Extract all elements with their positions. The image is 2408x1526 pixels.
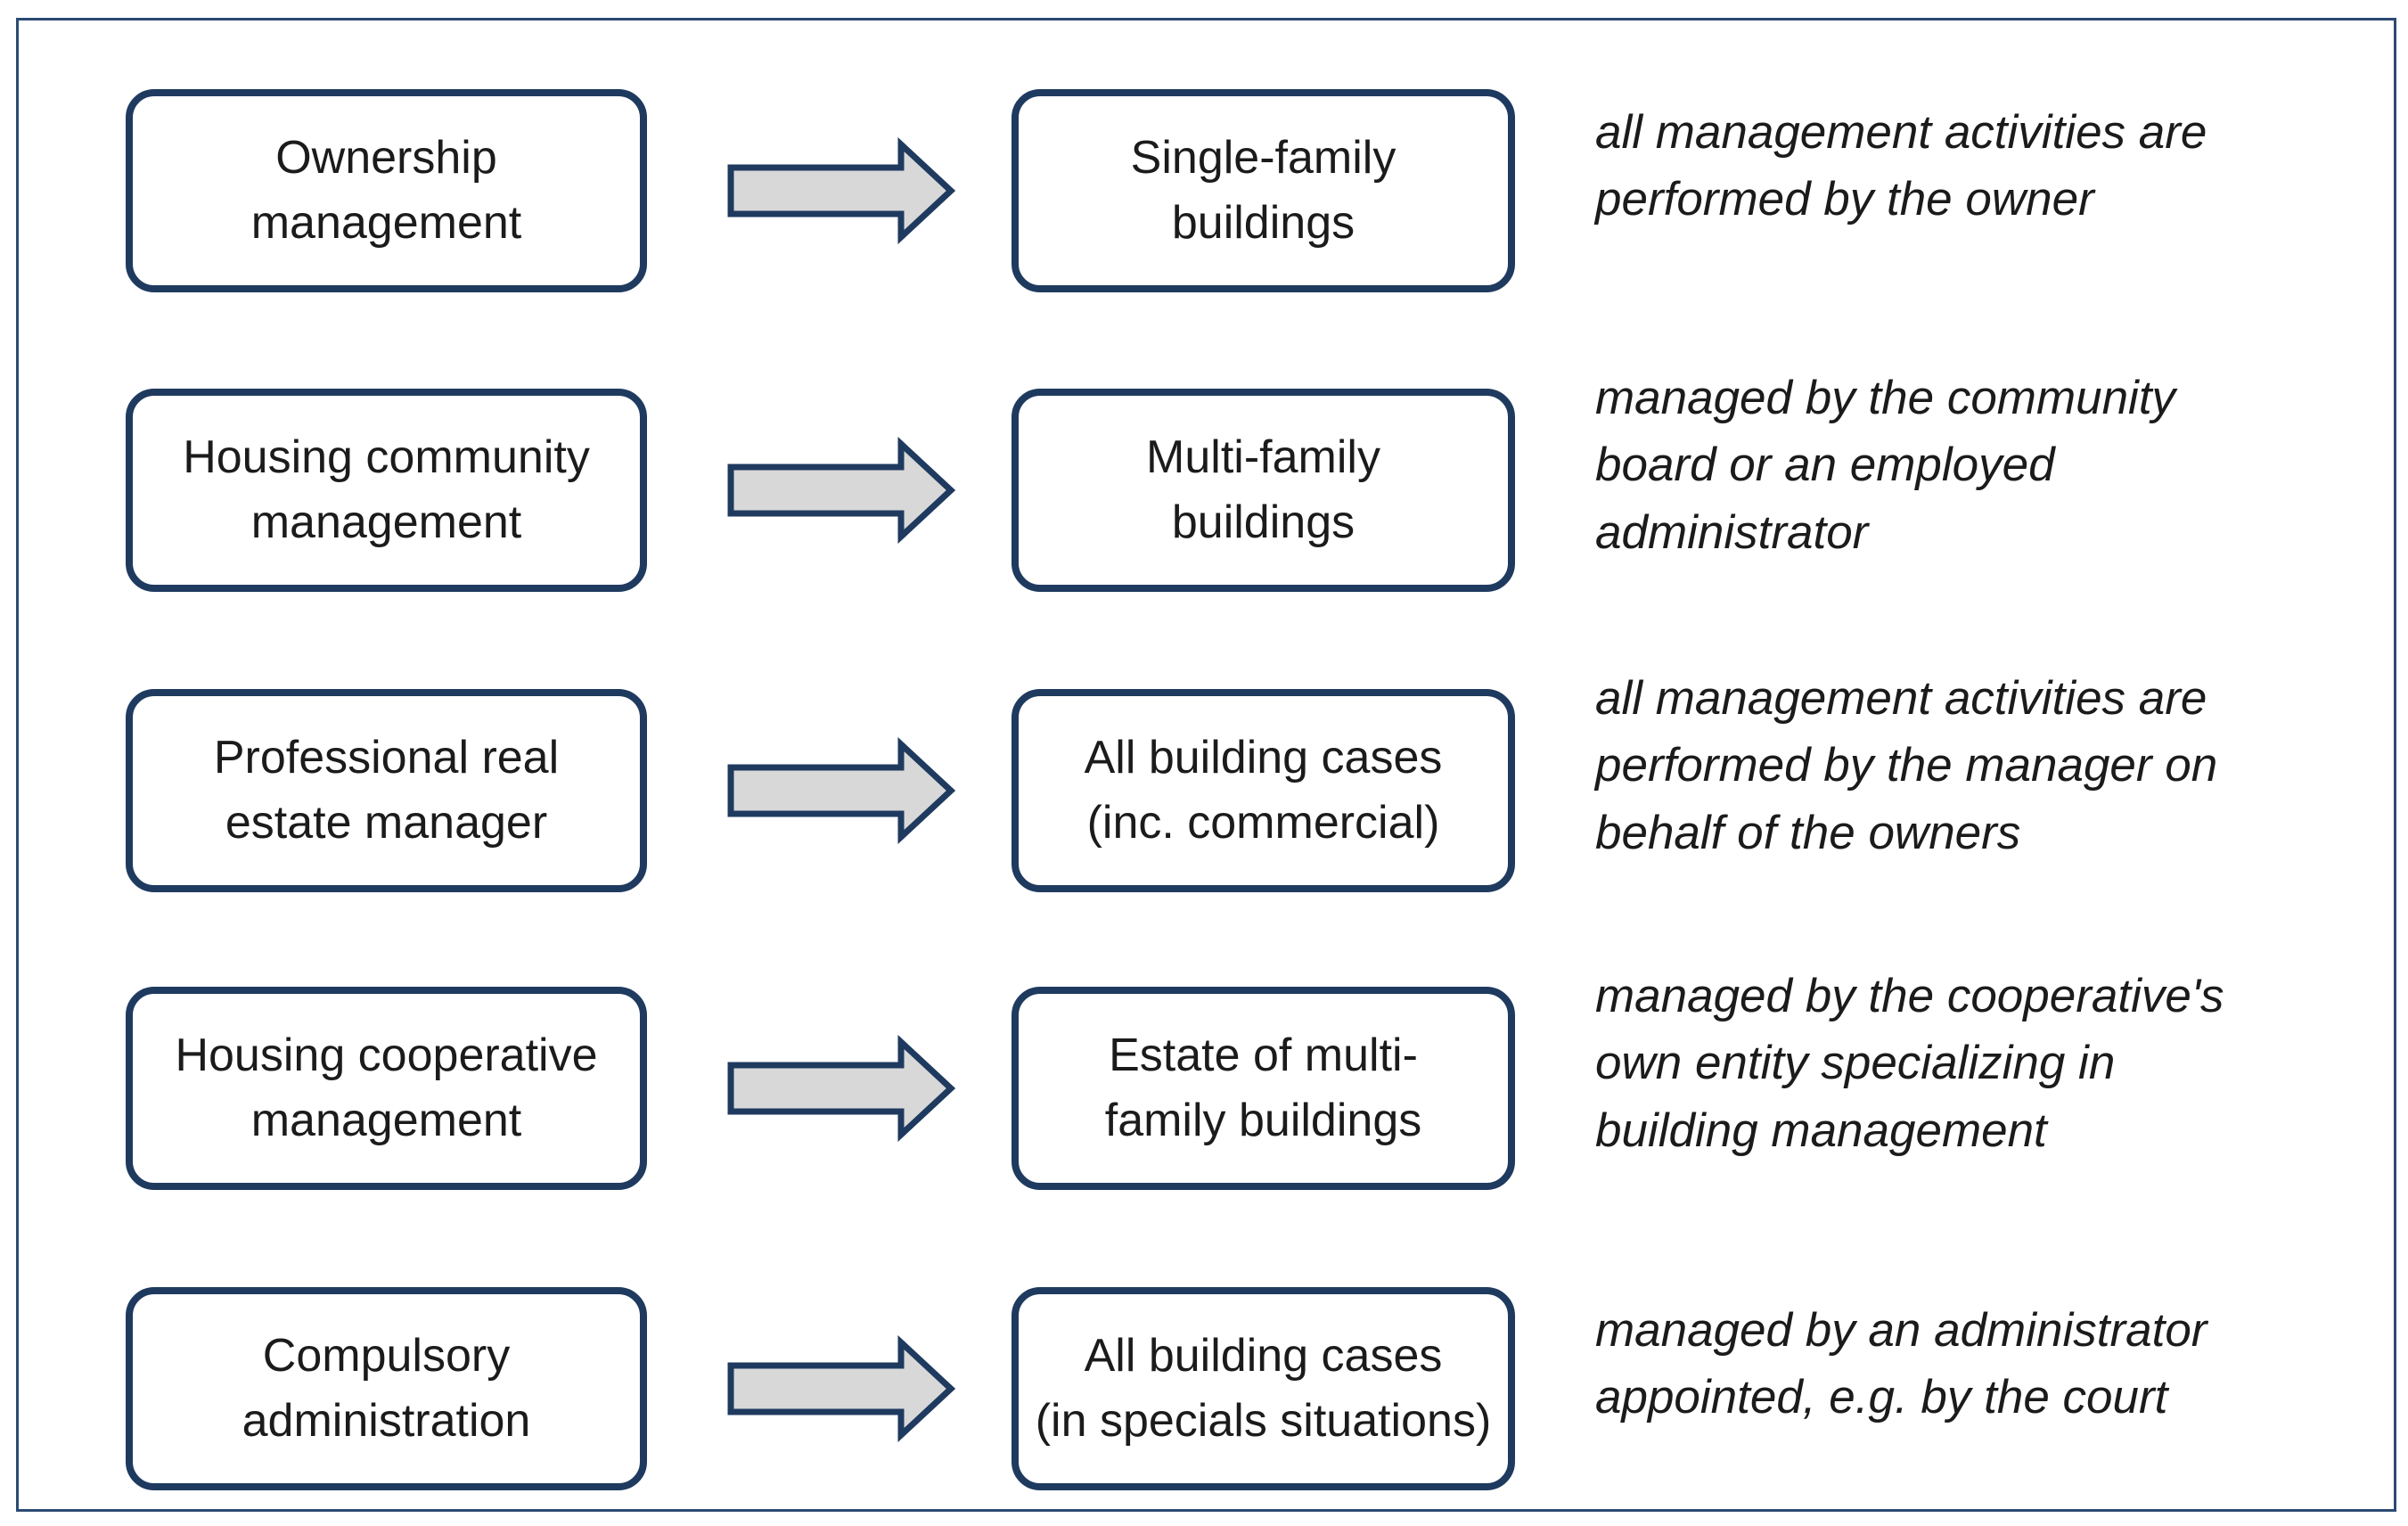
right-arrow-icon	[726, 737, 958, 844]
right-arrow-icon	[726, 1335, 958, 1442]
right-arrow-icon	[726, 437, 958, 544]
diagram-row: Ownership management Single-family build…	[0, 89, 2408, 292]
diagram-row: Professional real estate manager All bui…	[0, 672, 2408, 892]
right-arrow-icon	[726, 1035, 958, 1142]
building-scope-box: Estate of multi- family buildings	[1012, 987, 1515, 1190]
building-scope-box: Multi-family buildings	[1012, 389, 1515, 592]
diagram-row: Housing community management Multi-famil…	[0, 372, 2408, 592]
building-scope-box: Single-family buildings	[1012, 89, 1515, 292]
management-note: all management activities are performed …	[1595, 672, 2218, 859]
building-scope-box: All building cases (in specials situatio…	[1012, 1287, 1515, 1490]
right-arrow-icon	[726, 137, 958, 244]
management-type-box: Housing cooperative management	[126, 987, 647, 1190]
management-type-box: Ownership management	[126, 89, 647, 292]
diagram-row: Housing cooperative management Estate of…	[0, 970, 2408, 1190]
building-scope-box: All building cases (inc. commercial)	[1012, 689, 1515, 892]
management-note: managed by the community board or an emp…	[1595, 372, 2176, 559]
diagram-row: Compulsory administration All building c…	[0, 1287, 2408, 1490]
management-note: managed by an administrator appointed, e…	[1595, 1303, 2207, 1423]
management-type-box: Compulsory administration	[126, 1287, 647, 1490]
management-note: managed by the cooperative's own entity …	[1595, 970, 2224, 1157]
management-type-box: Housing community management	[126, 389, 647, 592]
management-note: all management activities are performed …	[1595, 105, 2207, 226]
management-type-box: Professional real estate manager	[126, 689, 647, 892]
